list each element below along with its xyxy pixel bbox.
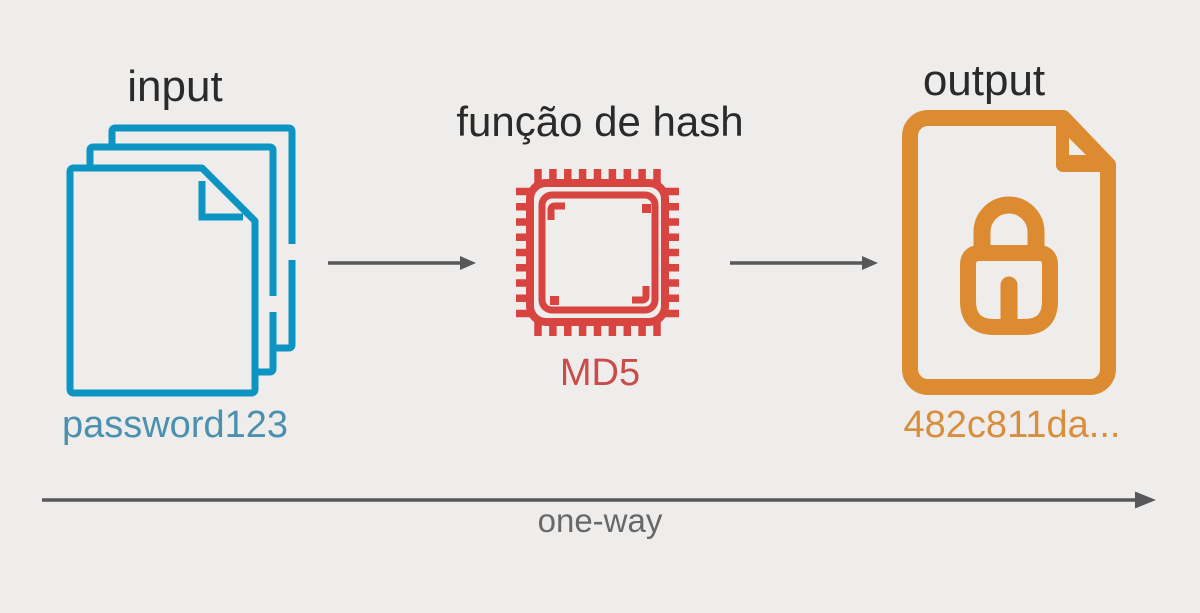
output-hash-label: 482c811da... bbox=[903, 404, 1121, 446]
input-value-label: password123 bbox=[61, 404, 289, 446]
output-stage-title: output bbox=[922, 56, 1046, 105]
hash-algorithm-label: MD5 bbox=[559, 352, 641, 394]
one-way-arrow bbox=[42, 491, 1156, 509]
one-way-label: one-way bbox=[537, 502, 663, 539]
input-stage-title: input bbox=[127, 62, 223, 111]
locked-document-icon bbox=[902, 110, 1116, 395]
cpu-chip-icon bbox=[516, 169, 679, 336]
stacked-documents-icon bbox=[66, 124, 298, 397]
hash-function-stage-title: função de hash bbox=[456, 98, 744, 145]
arrow-hash-to-output bbox=[730, 256, 878, 270]
arrow-input-to-hash bbox=[328, 256, 476, 270]
